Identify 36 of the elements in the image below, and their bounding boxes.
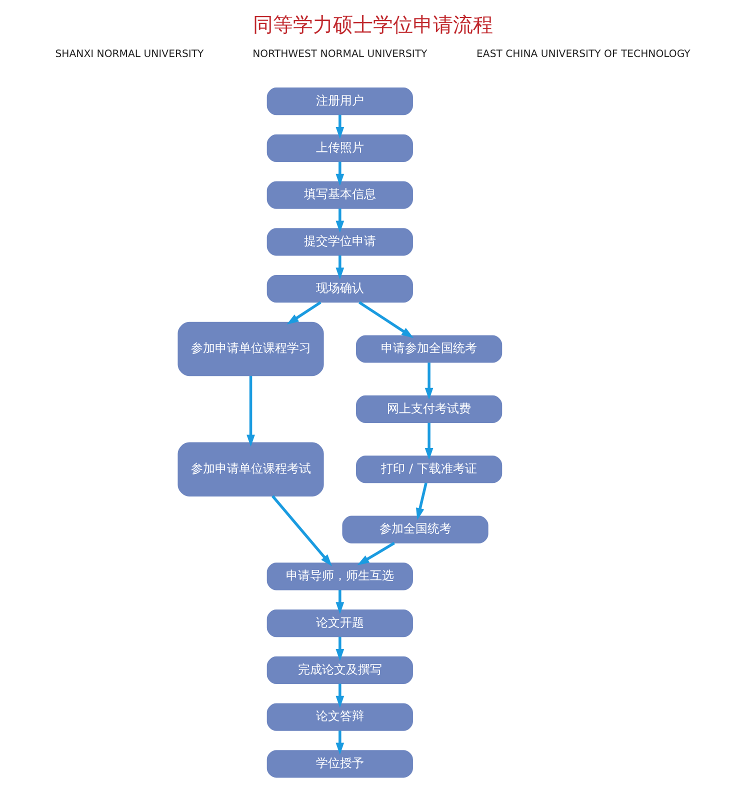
arrow [336,590,344,614]
arrow [336,684,344,708]
arrow [286,301,322,325]
arrow [246,376,255,447]
node-box: 申请参加全国统考 [356,335,502,363]
node-box: 参加全国统考 [342,516,488,544]
node-box: 论文开题 [266,610,413,638]
node-box: 上传照片 [266,134,413,162]
arrow [336,730,344,755]
node-box: 参加申请单位课程学习 [178,322,324,376]
arrow [336,208,344,233]
arrow [416,482,428,520]
node-box: 填写基本信息 [266,181,413,209]
node-box: 申请导师，师生互选 [266,562,413,590]
label: SHANXI NORMAL UNIVERSITY [55,49,204,60]
arrow [336,255,344,280]
node-box: 学位授予 [266,750,413,778]
node-box: 提交学位申请 [266,228,413,256]
node-box: 打印 / 下载准考证 [356,456,502,484]
arrow [424,362,434,400]
label: EAST CHINA UNIVERSITY OF TECHNOLOGY [476,49,690,60]
arrow [336,114,344,139]
node-box: 参加申请单位课程考试 [178,442,324,496]
arrow [357,542,395,566]
arrow [424,422,434,460]
diagram-title: 同等学力硕士学位申请流程 [253,12,493,37]
arrow [336,636,344,661]
arrow [358,301,414,338]
arrow [336,162,344,186]
node-box: 现场确认 [266,275,413,303]
node-box: 论文答辩 [266,703,413,731]
node-box: 完成论文及撰写 [266,656,413,684]
node-box: 注册用户 [266,88,413,116]
node-box: 网上支付考试费 [356,395,502,423]
arrow [272,495,332,566]
label: NORTHWEST NORMAL UNIVERSITY [252,49,428,60]
